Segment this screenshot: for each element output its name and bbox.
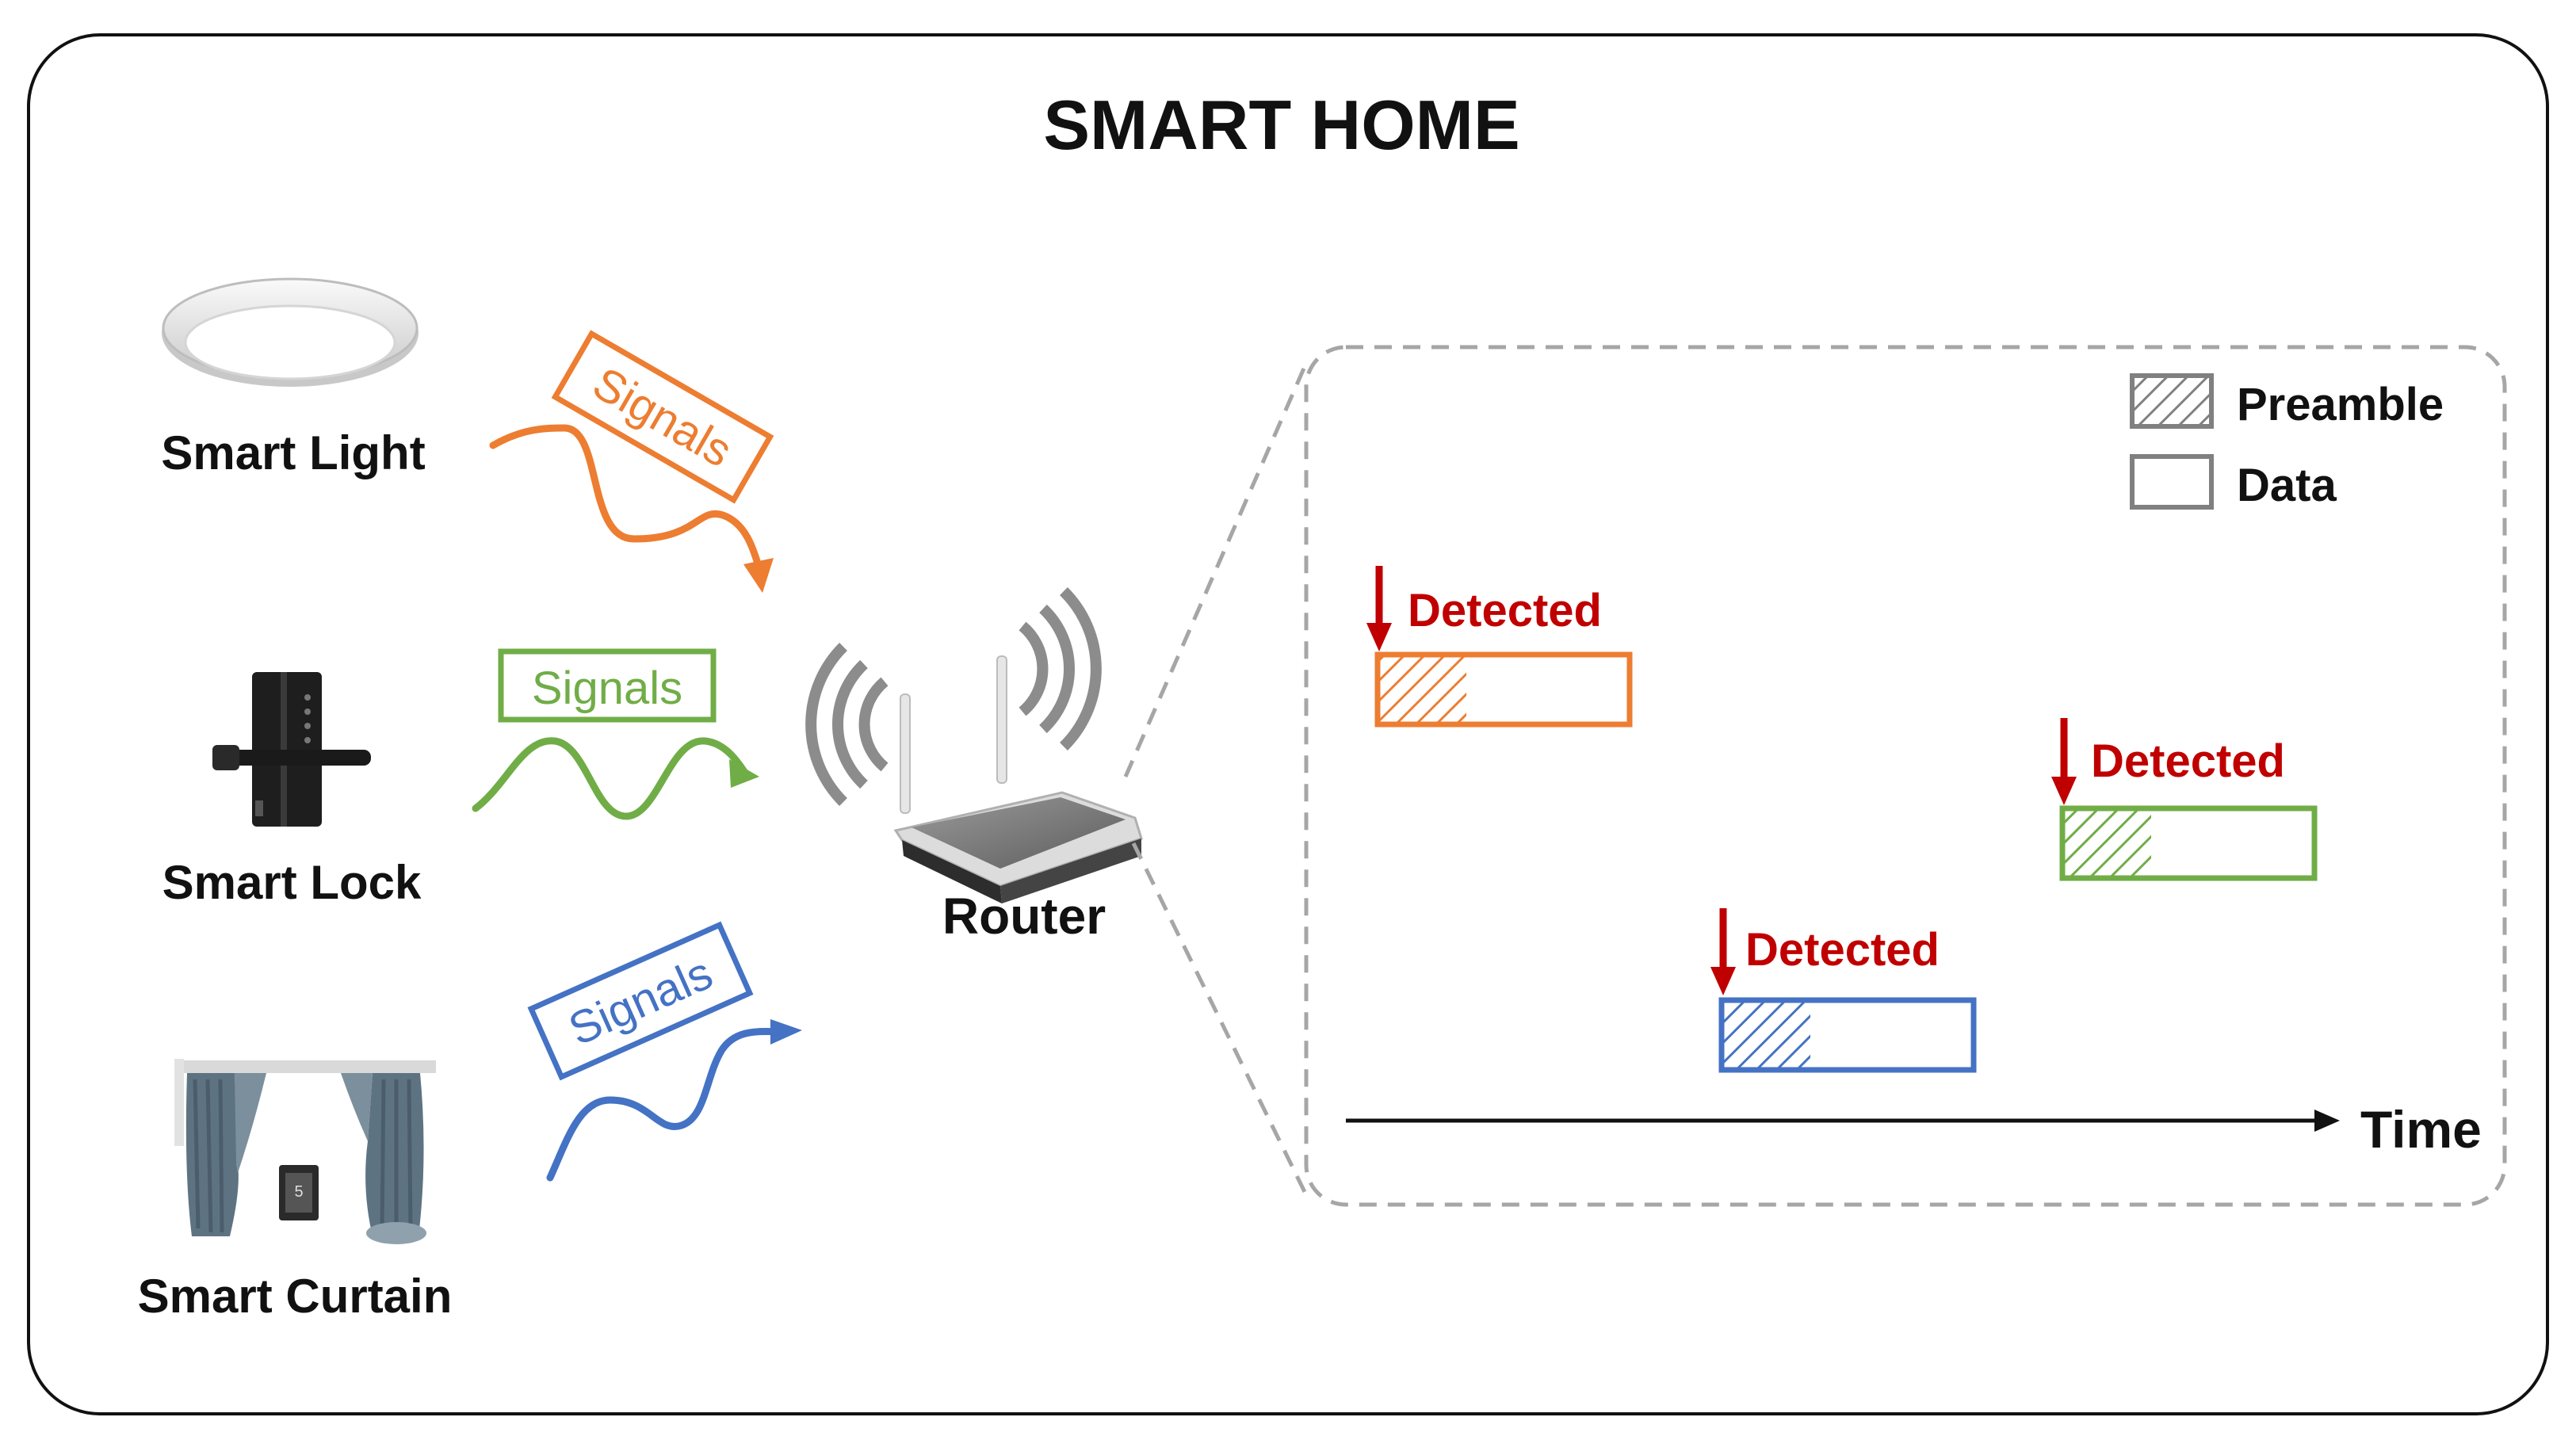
legend: Preamble Data	[2130, 373, 2444, 511]
detection-arrow-blue	[1710, 967, 1736, 995]
detected-label-orange: Detected	[1408, 585, 1602, 636]
legend-swatch-preamble	[2130, 373, 2214, 429]
legend-swatch-data	[2130, 454, 2214, 510]
signal-label-box-green	[498, 648, 717, 723]
curtain-icon: 5	[174, 1059, 436, 1244]
zoom-line-bottom	[1131, 842, 1309, 1197]
packet-block-green	[2059, 805, 2318, 881]
device-label-smart-light: Smart Light	[161, 426, 425, 479]
signal-lock: Signals	[472, 648, 759, 820]
packet-green: Detected	[2051, 718, 2318, 881]
detection-arrow-green	[2051, 777, 2077, 805]
preamble-block-blue	[1722, 1000, 1810, 1070]
wifi-router-icon	[805, 587, 1143, 903]
signal-wave-green	[472, 737, 749, 820]
detection-arrow-orange	[1366, 623, 1392, 651]
timeline-panel	[1304, 345, 2507, 1207]
diagram-title: SMART HOME	[1043, 86, 1519, 164]
zoom-line-top	[1123, 361, 1309, 778]
packet-block-orange	[1374, 651, 1633, 728]
door-lock-icon	[212, 672, 371, 827]
packet-orange: Detected	[1366, 566, 1633, 728]
signal-wave-blue	[546, 1027, 782, 1182]
signal-wave-orange	[489, 424, 763, 573]
legend-label-data: Data	[2237, 460, 2337, 511]
detected-label-green: Detected	[2091, 735, 2285, 787]
ceiling-light-icon	[162, 277, 419, 387]
signal-label-box-orange	[551, 330, 774, 504]
signal-arrowhead-green	[729, 759, 759, 788]
device-label-smart-curtain: Smart Curtain	[138, 1270, 453, 1323]
packet-block-blue	[1718, 997, 1977, 1073]
time-axis-arrowhead	[2314, 1110, 2340, 1132]
packet-blue: Detected	[1710, 908, 1977, 1073]
signal-label-box-blue	[527, 921, 754, 1081]
time-axis-label: Time	[2360, 1100, 2482, 1159]
legend-label-preamble: Preamble	[2237, 379, 2444, 430]
detected-label-blue: Detected	[1745, 924, 1940, 976]
svg-text:5: 5	[294, 1183, 303, 1201]
signal-label-green: Signals	[532, 663, 682, 714]
preamble-block-green	[2062, 808, 2151, 878]
preamble-block-orange	[1378, 655, 1466, 724]
signal-arrowhead-blue	[770, 1019, 802, 1045]
device-label-smart-lock: Smart Lock	[162, 856, 422, 909]
router-label: Router	[942, 888, 1106, 945]
signal-arrowhead-orange	[743, 558, 774, 593]
